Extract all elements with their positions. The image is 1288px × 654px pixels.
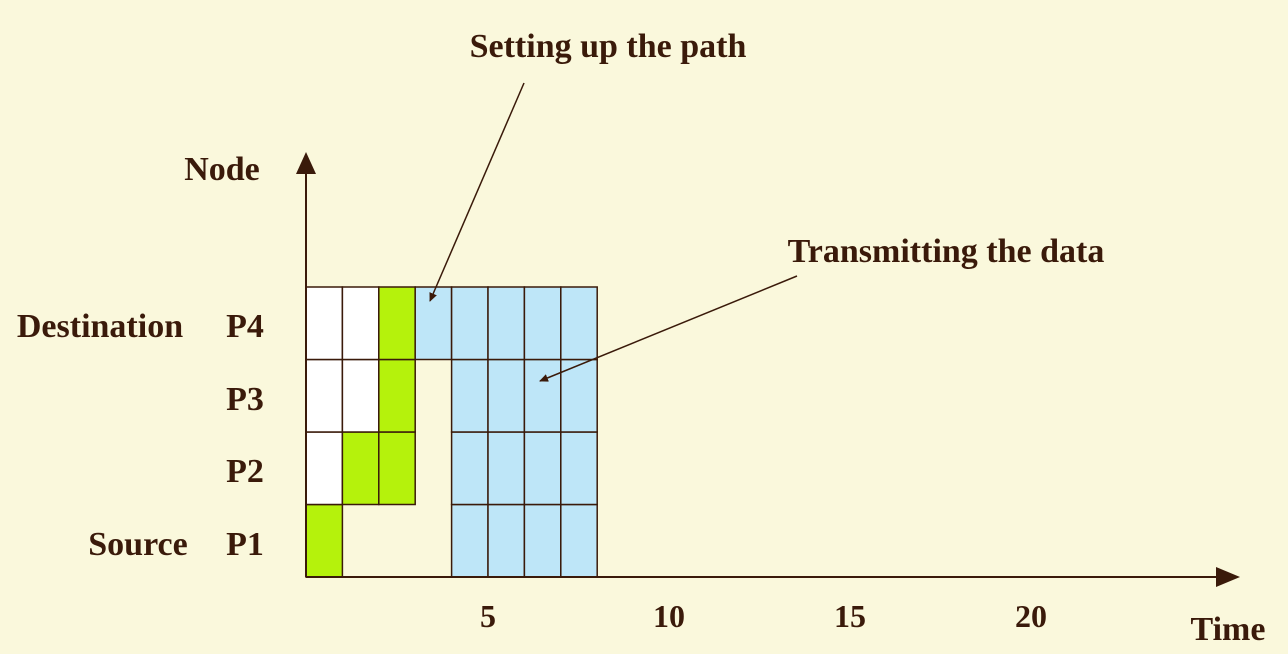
transmit-cell-p4-t6	[487, 286, 526, 361]
transmit-cell-p4-t8	[560, 286, 598, 361]
idle-cell-p4-t1	[305, 286, 344, 361]
idle-cell-p2-t1	[305, 431, 344, 506]
transmit-cell-p2-t8	[560, 431, 598, 506]
transmit-cell-p2-t6	[487, 431, 526, 506]
y-axis-label: Node	[184, 151, 260, 188]
node-label-p4: P4	[226, 308, 264, 345]
x-tick-label: 5	[480, 598, 496, 634]
transmit-cell-p4-t7	[523, 286, 562, 361]
source-label: Source	[88, 526, 187, 563]
transmit-cell-p1-t7	[523, 503, 562, 578]
transmit-callout-label: Transmitting the data	[788, 233, 1105, 270]
transmit-cell-p1-t5	[450, 503, 489, 578]
x-axis-arrow-icon	[1216, 567, 1240, 587]
cell-grid	[305, 286, 598, 578]
transmit-cell-p1-t8	[560, 503, 598, 578]
setup-callout-arrow	[429, 82, 525, 302]
transmit-callout-arrow	[539, 275, 798, 382]
transmit-cell-p3-t8	[560, 358, 598, 433]
idle-cell-p3-t1	[305, 358, 344, 433]
x-tick-label: 15	[834, 598, 866, 634]
x-tick-label: 20	[1015, 598, 1047, 634]
setup-cell-p4-t3	[378, 286, 416, 361]
setup-cell-p3-t3	[378, 358, 416, 433]
transmit-cell-p2-t5	[450, 431, 489, 506]
setup-callout-label: Setting up the path	[470, 28, 747, 65]
transmit-cell-p4-t4	[414, 286, 453, 361]
node-label-p2: P2	[226, 453, 264, 490]
transmit-cell-p3-t5	[450, 358, 489, 433]
transmit-cell-p4-t5	[450, 286, 489, 361]
setup-cell-p2-t3	[378, 431, 416, 506]
node-label-p3: P3	[226, 381, 264, 418]
transmit-cell-p3-t7	[523, 358, 562, 433]
y-axis-arrow-icon	[296, 152, 316, 174]
setup-cell-p2-t2	[341, 431, 380, 506]
x-axis-label: Time	[1191, 611, 1266, 648]
transmit-cell-p1-t6	[487, 503, 526, 578]
setup-cell-p1-t1	[305, 503, 344, 578]
destination-label: Destination	[17, 308, 183, 345]
transmit-cell-p2-t7	[523, 431, 562, 506]
node-label-p1: P1	[226, 526, 264, 563]
transmit-cell-p3-t6	[487, 358, 526, 433]
idle-cell-p4-t2	[341, 286, 380, 361]
idle-cell-p3-t2	[341, 358, 380, 433]
x-tick-label: 10	[653, 598, 685, 634]
